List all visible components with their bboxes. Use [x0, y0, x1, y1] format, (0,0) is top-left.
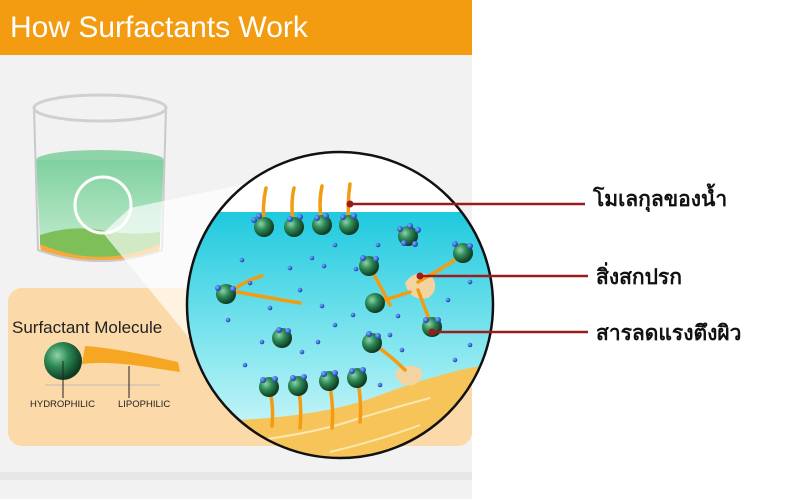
- dirt-label: สิ่งสกปรก: [596, 265, 682, 289]
- lipophilic-label: LIPOPHILIC: [118, 399, 171, 410]
- molecule-title: Surfactant Molecule: [12, 318, 163, 337]
- callout-lines: [350, 202, 588, 334]
- page-title: How Surfactants Work: [0, 0, 472, 55]
- hydrophilic-label: HYDROPHILIC: [30, 399, 95, 410]
- magnifier-ring: [185, 150, 495, 460]
- water-molecule-label: โมเลกุลของน้ำ: [593, 187, 728, 211]
- bottom-band: [0, 472, 472, 480]
- water-molecules: [215, 213, 473, 388]
- surfactant-label: สารลดแรงตึงผิว: [596, 321, 742, 345]
